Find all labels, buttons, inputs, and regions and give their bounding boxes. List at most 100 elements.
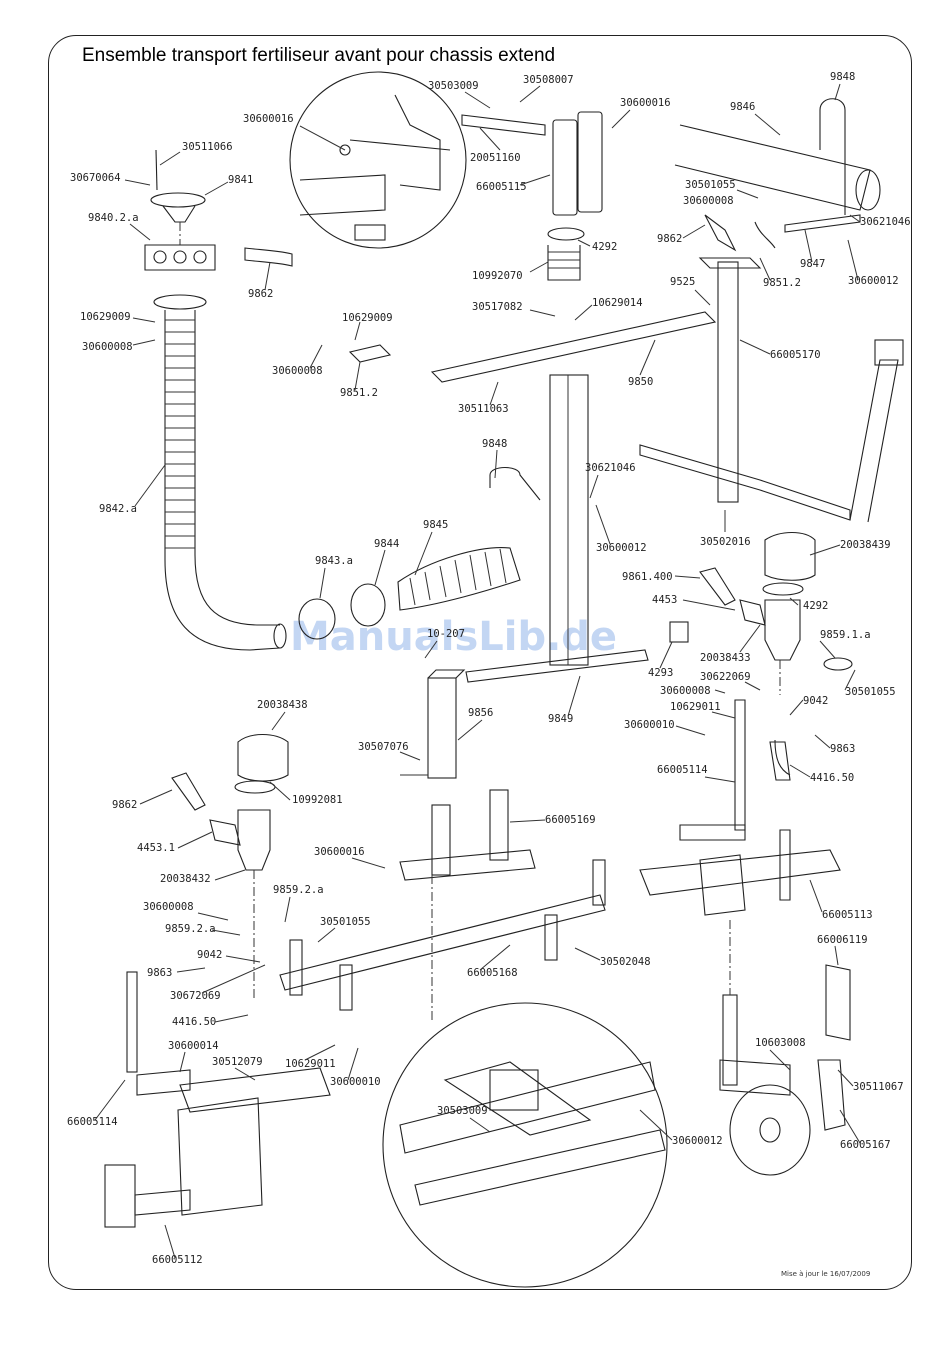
part-label: 66005114 — [657, 764, 708, 776]
part-label: 30517082 — [472, 301, 523, 313]
part-label: 9848 — [482, 438, 507, 450]
part-label: 4292 — [592, 241, 617, 253]
main-frame-bottom — [279, 789, 606, 1020]
part-label: 9846 — [730, 101, 755, 113]
part-label: 4416.50 — [810, 772, 854, 784]
horizontal-bars-mid — [348, 311, 717, 683]
post-9856 — [400, 669, 466, 779]
part-label: 20051160 — [470, 152, 521, 164]
part-label: 20038432 — [160, 873, 211, 885]
watermark-text: ManualsLib.de — [290, 614, 617, 660]
part-label: 30502016 — [700, 536, 751, 548]
part-label: 30621046 — [585, 462, 636, 474]
part-label: 30507076 — [358, 741, 409, 753]
part-labels: 30503009 30508007 30600016 30600016 2005… — [67, 71, 911, 1266]
part-label: 30600008 — [660, 685, 711, 697]
part-label: 30502048 — [600, 956, 651, 968]
part-label: 4292 — [803, 600, 828, 612]
drawing-sheet-border — [48, 35, 912, 1290]
part-label: 9862 — [112, 799, 137, 811]
part-label: 20038433 — [700, 652, 751, 664]
part-label: 9859.2.a — [273, 884, 324, 896]
part-label: 10992081 — [292, 794, 343, 806]
part-label: 66006119 — [817, 934, 868, 946]
part-label: 66005170 — [770, 349, 821, 361]
part-label: 9042 — [197, 949, 222, 961]
part-label: 30512079 — [212, 1056, 263, 1068]
part-label: 20038438 — [257, 699, 308, 711]
part-label: 9862 — [657, 233, 682, 245]
part-label: 9863 — [830, 743, 855, 755]
leader-lines — [94, 83, 861, 1259]
part-label: 66005169 — [545, 814, 596, 826]
part-label: 9861.400 — [622, 571, 673, 583]
part-label: 30501055 — [320, 916, 371, 928]
part-label: 9847 — [800, 258, 825, 270]
detail-view-top — [289, 71, 467, 249]
tube-assembly-top — [461, 111, 603, 281]
hose-9845-assembly — [298, 547, 521, 640]
part-label: 4453 — [652, 594, 677, 606]
main-tube-right — [674, 98, 881, 252]
part-label: 30600014 — [168, 1040, 219, 1052]
part-label: 10992070 — [472, 270, 523, 282]
part-label: 30600016 — [620, 97, 671, 109]
part-label: 66005114 — [67, 1116, 118, 1128]
part-label: 30503009 — [428, 80, 479, 92]
part-label: 30600008 — [82, 341, 133, 353]
part-label: 9863 — [147, 967, 172, 979]
part-label: 30600010 — [330, 1076, 381, 1088]
part-label: 30511067 — [853, 1081, 904, 1093]
hopper-right — [669, 531, 853, 695]
frame-arm-right — [639, 257, 904, 523]
part-label: 9862 — [248, 288, 273, 300]
part-label: 9525 — [670, 276, 695, 288]
part-label: 10629011 — [670, 701, 721, 713]
part-label: 66005112 — [152, 1254, 203, 1266]
part-label: 9859.2.a — [165, 923, 216, 935]
part-label: 9845 — [423, 519, 448, 531]
part-label: 9851.2 — [340, 387, 378, 399]
part-label: 20038439 — [840, 539, 891, 551]
detail-view-bottom — [382, 1002, 668, 1288]
part-label: 9843.a — [315, 555, 353, 567]
part-label: 30670064 — [70, 172, 121, 184]
part-label: 10-207 — [427, 628, 465, 640]
part-label: 66005115 — [476, 181, 527, 193]
part-label: 30600012 — [596, 542, 647, 554]
part-label: 9848 — [830, 71, 855, 83]
part-label: 9042 — [803, 695, 828, 707]
part-label: 9842.a — [99, 503, 137, 515]
support-bracket-right — [639, 699, 841, 916]
part-label: 30600008 — [143, 901, 194, 913]
part-label: 30600008 — [272, 365, 323, 377]
part-label: 30600016 — [243, 113, 294, 125]
hopper-left — [171, 733, 289, 1000]
part-label: 9841 — [228, 174, 253, 186]
hose-corrugation — [165, 319, 195, 549]
part-label: 10629011 — [285, 1058, 336, 1070]
part-label: 30501055 — [845, 686, 896, 698]
part-label: 10629009 — [342, 312, 393, 324]
part-label: 30600008 — [683, 195, 734, 207]
part-label: 9844 — [374, 538, 399, 550]
part-label: 30600016 — [314, 846, 365, 858]
part-label: 4453.1 — [137, 842, 175, 854]
part-label: 66005168 — [467, 967, 518, 979]
part-label: 10629009 — [80, 311, 131, 323]
part-label: 30511063 — [458, 403, 509, 415]
part-label: 30600012 — [848, 275, 899, 287]
page-title: Ensemble transport fertiliseur avant pou… — [82, 45, 556, 66]
part-label: 10603008 — [755, 1037, 806, 1049]
coulter-disc-right — [719, 920, 851, 1176]
part-label: 66005113 — [822, 909, 873, 921]
part-label: 30621046 — [860, 216, 911, 228]
part-label: 30622069 — [700, 671, 751, 683]
part-label: 4416.50 — [172, 1016, 216, 1028]
part-label: 30508007 — [523, 74, 574, 86]
part-label: 9850 — [628, 376, 653, 388]
part-label: 9851.2 — [763, 277, 801, 289]
part-label: 30503009 — [437, 1105, 488, 1117]
part-label: 10629014 — [592, 297, 643, 309]
